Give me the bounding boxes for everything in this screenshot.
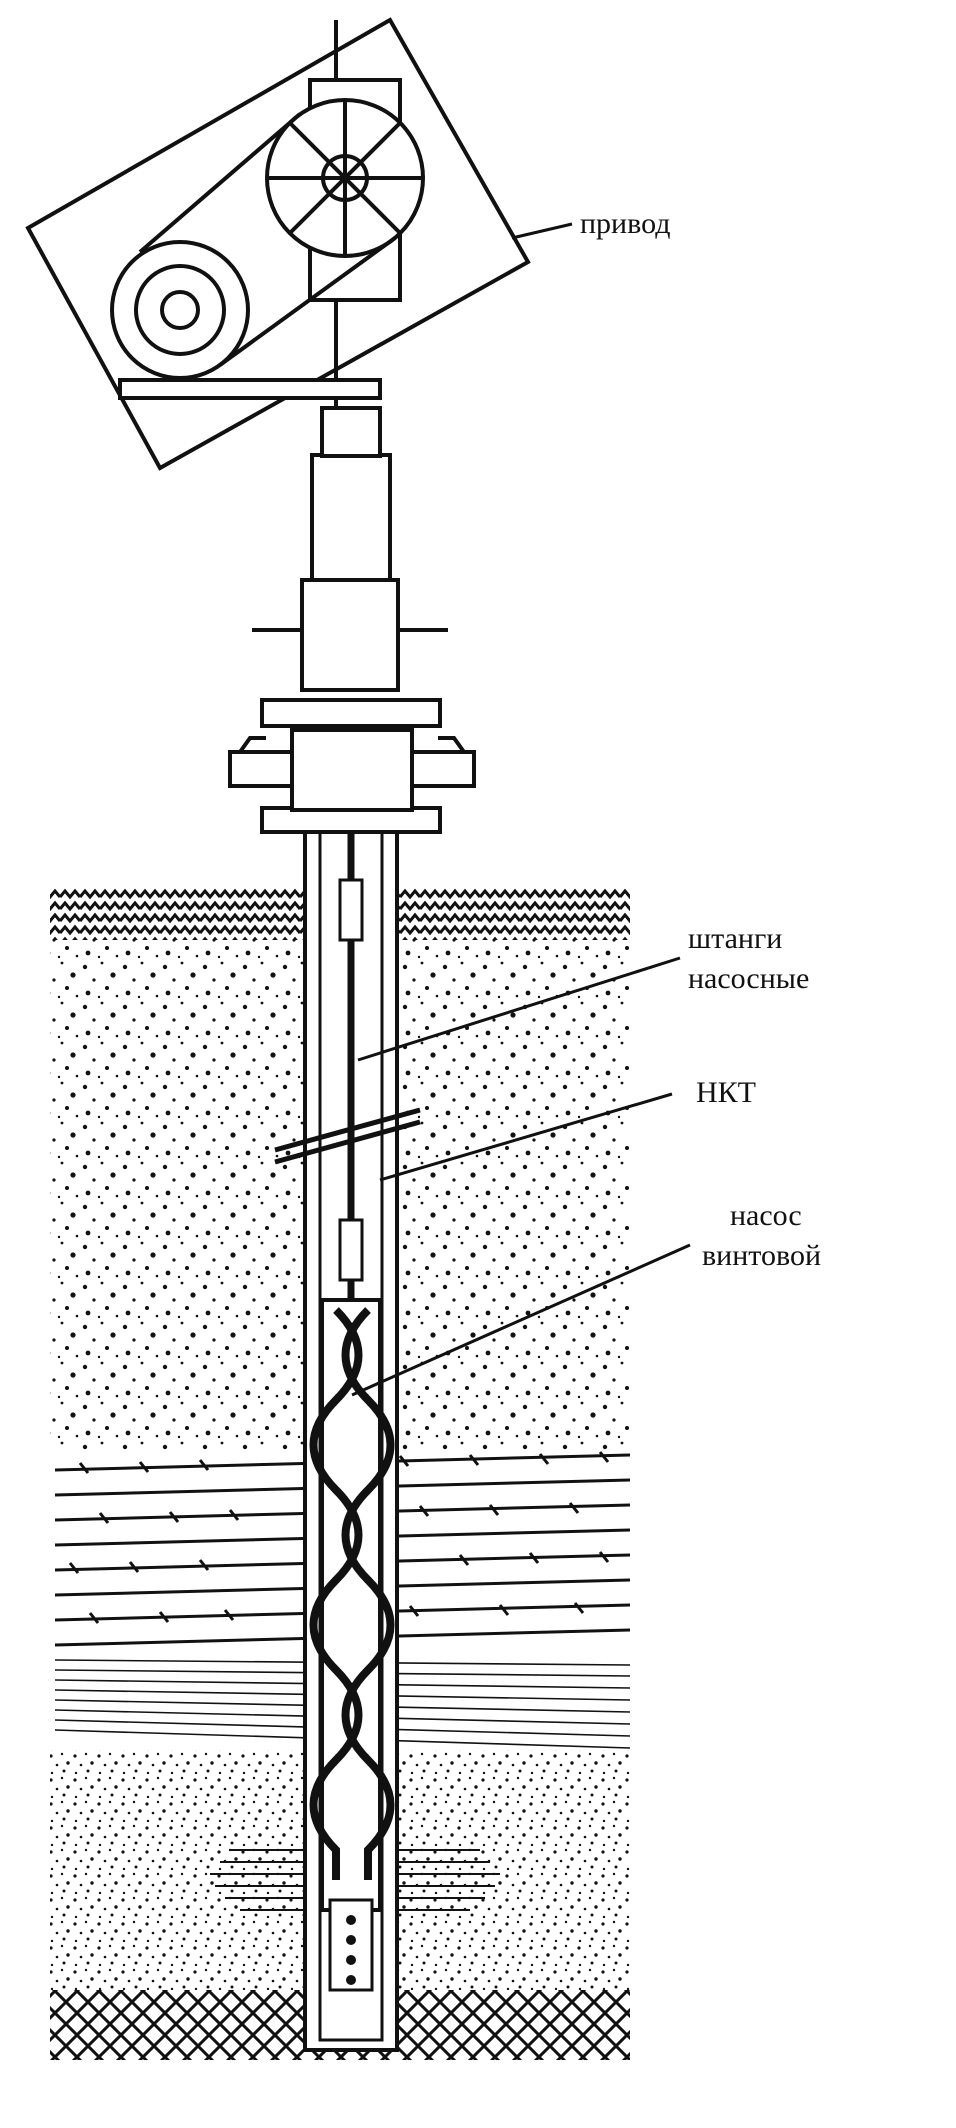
intake-holes	[346, 1915, 356, 1985]
tubing-leader	[379, 1092, 673, 1182]
pump-leader	[351, 1243, 691, 1397]
top-flange	[260, 698, 442, 728]
label-pump-line2: винтовой	[702, 1239, 821, 1272]
right-valve-handle	[438, 736, 466, 754]
pump-stator	[320, 1298, 382, 1912]
left-valve	[228, 750, 294, 788]
motor-pulley-hub	[160, 290, 200, 330]
casing-head-body	[290, 728, 414, 812]
pump-rotor-helix	[309, 1307, 363, 1880]
break-symbol	[274, 1107, 421, 1165]
tee-body	[300, 578, 400, 692]
drive-housing-frame	[25, 17, 531, 471]
right-valve	[410, 750, 476, 788]
drive-unit	[25, 17, 573, 471]
wellhead	[228, 406, 476, 834]
label-drive: привод	[580, 207, 670, 240]
pump-rotor-helix-right	[341, 1307, 395, 1880]
belt-bottom	[218, 236, 397, 367]
rod-coupling-upper	[338, 878, 364, 942]
label-pump-line1: насос	[730, 1199, 802, 1232]
stuffing-box	[310, 453, 392, 582]
belt-top	[138, 112, 302, 254]
rod-coupling-lower	[338, 1218, 364, 1282]
label-tubing: НКТ	[696, 1076, 756, 1109]
labels: привод штанги насосные НКТ насос винтово…	[580, 207, 821, 1272]
wellbore	[274, 700, 421, 2052]
drive-label-leader	[511, 222, 573, 240]
rods-leader	[357, 956, 681, 1062]
motor-base	[118, 378, 382, 400]
label-rods-line2: насосные	[688, 962, 809, 995]
motor-pulley-rim	[134, 264, 226, 356]
leader-lines	[351, 956, 691, 1397]
driven-pulley-spokes	[267, 100, 423, 256]
polished-rod-clamp	[320, 406, 382, 458]
left-valve-handle	[238, 736, 266, 754]
label-rods-line1: штанги	[688, 922, 782, 955]
